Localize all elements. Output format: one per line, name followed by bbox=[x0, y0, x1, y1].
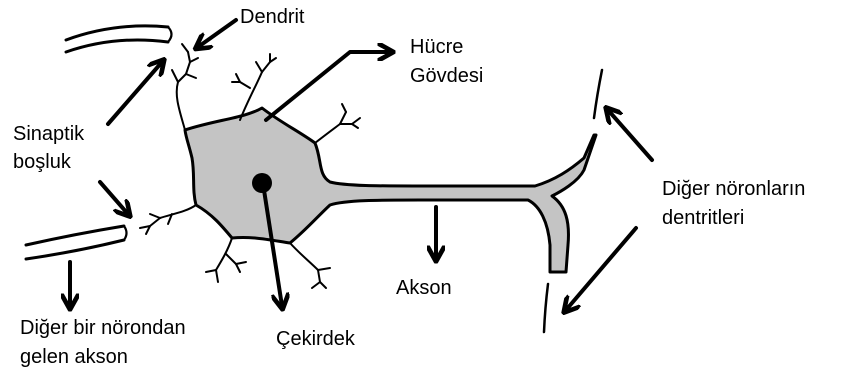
label-hucre-line2: Gövdesi bbox=[410, 65, 483, 87]
label-hucre-line1: Hücre bbox=[410, 36, 463, 58]
hucre-pointer bbox=[266, 52, 390, 120]
cell-body bbox=[185, 108, 596, 272]
dentrit-pointer-up bbox=[608, 110, 652, 160]
label-diger-noron-line1: Diğer nöronların bbox=[662, 178, 805, 200]
dendrit-pointer bbox=[198, 20, 236, 47]
label-sinaptik-line2: boşluk bbox=[13, 151, 72, 173]
label-gelen-line1: Diğer bir nörondan bbox=[20, 317, 186, 339]
sinaptik-pointer-up bbox=[108, 62, 162, 124]
label-diger-noron-line2: dentritleri bbox=[662, 207, 744, 229]
sinaptik-pointer-down bbox=[100, 182, 128, 214]
label-akson: Akson bbox=[396, 277, 452, 299]
label-sinaptik-line1: Sinaptik bbox=[13, 123, 85, 145]
incoming-axon-bottom bbox=[26, 226, 127, 259]
label-dendrit: Dendrit bbox=[240, 6, 305, 28]
incoming-axon-top bbox=[66, 26, 172, 52]
label-cekirdek: Çekirdek bbox=[276, 328, 356, 350]
dentrit-pointer-down bbox=[566, 228, 636, 310]
label-gelen-line2: gelen akson bbox=[20, 346, 128, 368]
